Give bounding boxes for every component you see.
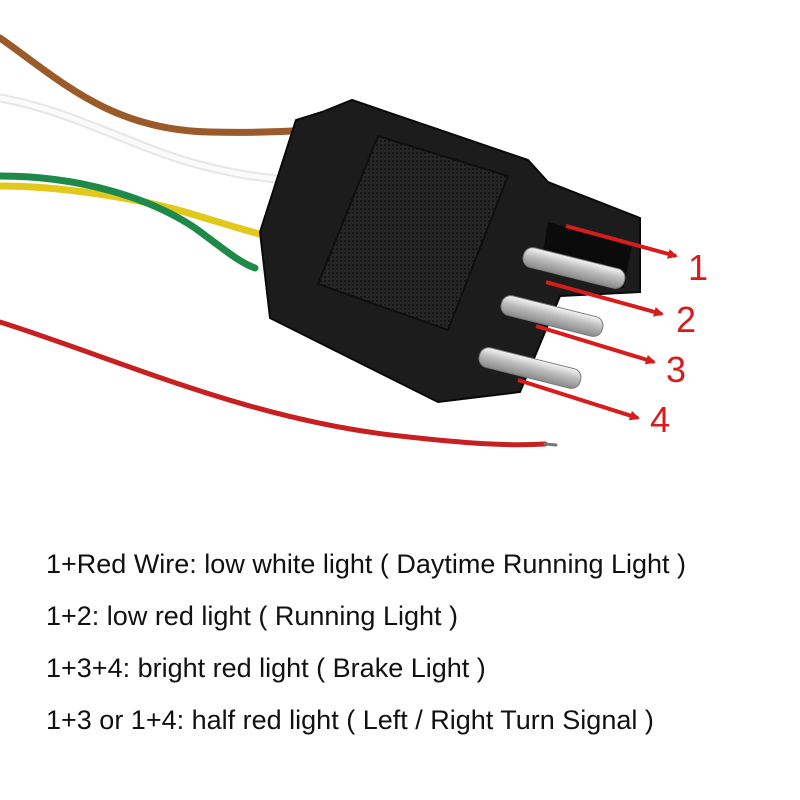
connector-grip-panel — [316, 134, 510, 332]
pin-2 — [522, 247, 626, 289]
legend-line-daytime-running: 1+Red Wire: low white light ( Daytime Ru… — [46, 549, 687, 579]
pin-4 — [478, 347, 582, 389]
wiring-legend: 1+Red Wire: low white light ( Daytime Ru… — [46, 538, 686, 746]
pin-number-2: 2 — [676, 299, 696, 340]
pin-number-4: 4 — [650, 399, 670, 440]
pin-number-1: 1 — [688, 247, 708, 288]
yellow-wire — [0, 182, 272, 240]
red-wire-tip — [543, 442, 558, 447]
connector-diagram: 1 2 3 4 — [0, 34, 708, 448]
arrow-pin-1 — [565, 224, 678, 259]
white-wire-core — [0, 95, 293, 183]
arrow-pin-2 — [545, 280, 664, 317]
pin-number-3: 3 — [666, 349, 686, 390]
arrow-pin-4 — [517, 378, 640, 421]
legend-line-brake: 1+3+4: bright red light ( Brake Light ) — [46, 653, 486, 683]
green-wire — [0, 172, 259, 272]
brown-wire — [0, 34, 314, 136]
legend-line-turn-signal: 1+3 or 1+4: half red light ( Left / Righ… — [46, 705, 654, 735]
legend-line-running: 1+2: low red light ( Running Light ) — [46, 601, 458, 631]
red-wire — [0, 319, 548, 448]
pin-3 — [500, 295, 604, 337]
arrow-pin-3 — [535, 324, 656, 365]
